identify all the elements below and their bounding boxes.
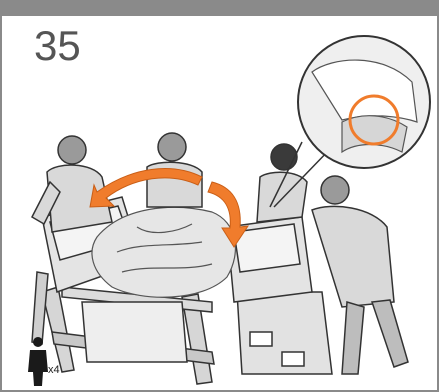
person-1	[32, 136, 112, 232]
packing-box-right	[237, 292, 332, 374]
people-count-label: x4	[48, 364, 60, 376]
person-icon	[28, 337, 48, 386]
